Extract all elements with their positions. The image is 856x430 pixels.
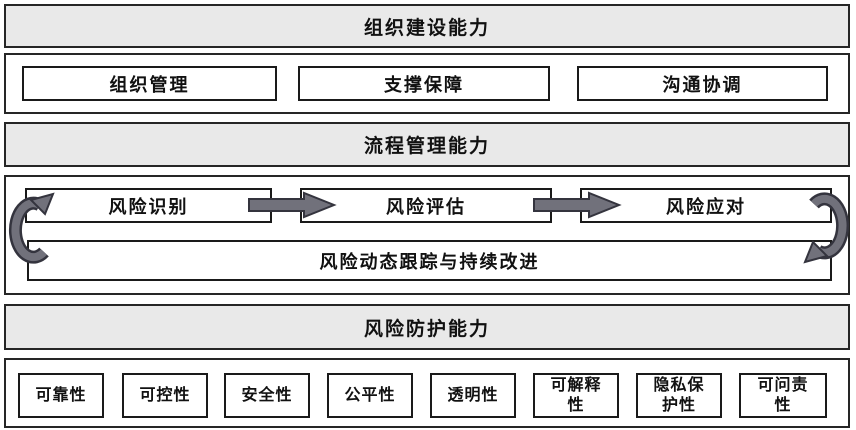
flow-step-label: 风险应对	[666, 196, 746, 217]
protection-item-box: 透明性	[430, 373, 516, 418]
section-header-protection: 风险防护能力	[4, 304, 850, 350]
protection-item-box: 安全性	[224, 373, 310, 418]
flow-step-label: 风险识别	[108, 196, 189, 217]
protection-item-box: 可解释 性	[533, 373, 619, 418]
protection-item-box: 公平性	[327, 373, 413, 418]
flow-step-box: 风险评估	[300, 188, 552, 223]
protection-item-box: 可控性	[122, 373, 208, 418]
flow-step-box: 风险应对	[580, 188, 832, 223]
org-item-label: 沟通协调	[662, 74, 743, 95]
flow-step-box: 风险识别	[25, 188, 272, 223]
process-flow-container: 风险识别 风险评估 风险应对 风险动态跟踪与持续改进	[4, 175, 850, 295]
protection-item-box: 可问责 性	[739, 373, 827, 418]
flow-arrow-right-icon	[533, 191, 622, 219]
protection-item-label: 公平性	[344, 386, 396, 404]
protection-item-box: 隐私保 护性	[636, 373, 722, 418]
protection-item-label: 可控性	[139, 386, 191, 404]
section-title: 组织建设能力	[363, 17, 490, 39]
protection-item-label: 透明性	[447, 386, 499, 404]
section-title: 风险防护能力	[363, 318, 490, 340]
protection-item-label: 可问责 性	[757, 376, 809, 414]
section-header-org: 组织建设能力	[4, 4, 850, 48]
loop-label: 风险动态跟踪与持续改进	[319, 251, 540, 272]
org-item-box: 沟通协调	[577, 66, 828, 101]
loop-box: 风险动态跟踪与持续改进	[27, 240, 832, 281]
section-title: 流程管理能力	[363, 136, 490, 157]
cycle-arrow-left-icon	[4, 189, 55, 267]
flow-arrow-right-icon	[248, 191, 337, 219]
section-header-process: 流程管理能力	[4, 122, 850, 167]
org-item-box: 支撑保障	[298, 66, 550, 101]
org-item-box: 组织管理	[22, 66, 277, 101]
cycle-arrow-right-icon	[803, 189, 854, 267]
protection-item-label: 可靠性	[35, 386, 87, 404]
org-items-container: 组织管理 支撑保障 沟通协调	[4, 53, 850, 114]
flow-step-label: 风险评估	[386, 196, 466, 217]
org-item-label: 支撑保障	[384, 74, 464, 95]
protection-items-container: 可靠性 可控性 安全性 公平性 透明性 可解释 性 隐私保 护性 可问责 性	[4, 358, 850, 428]
protection-item-label: 安全性	[241, 386, 293, 404]
org-item-label: 组织管理	[109, 74, 190, 95]
protection-item-box: 可靠性	[18, 373, 104, 418]
protection-item-label: 隐私保 护性	[653, 376, 705, 414]
protection-item-label: 可解释 性	[550, 376, 602, 414]
